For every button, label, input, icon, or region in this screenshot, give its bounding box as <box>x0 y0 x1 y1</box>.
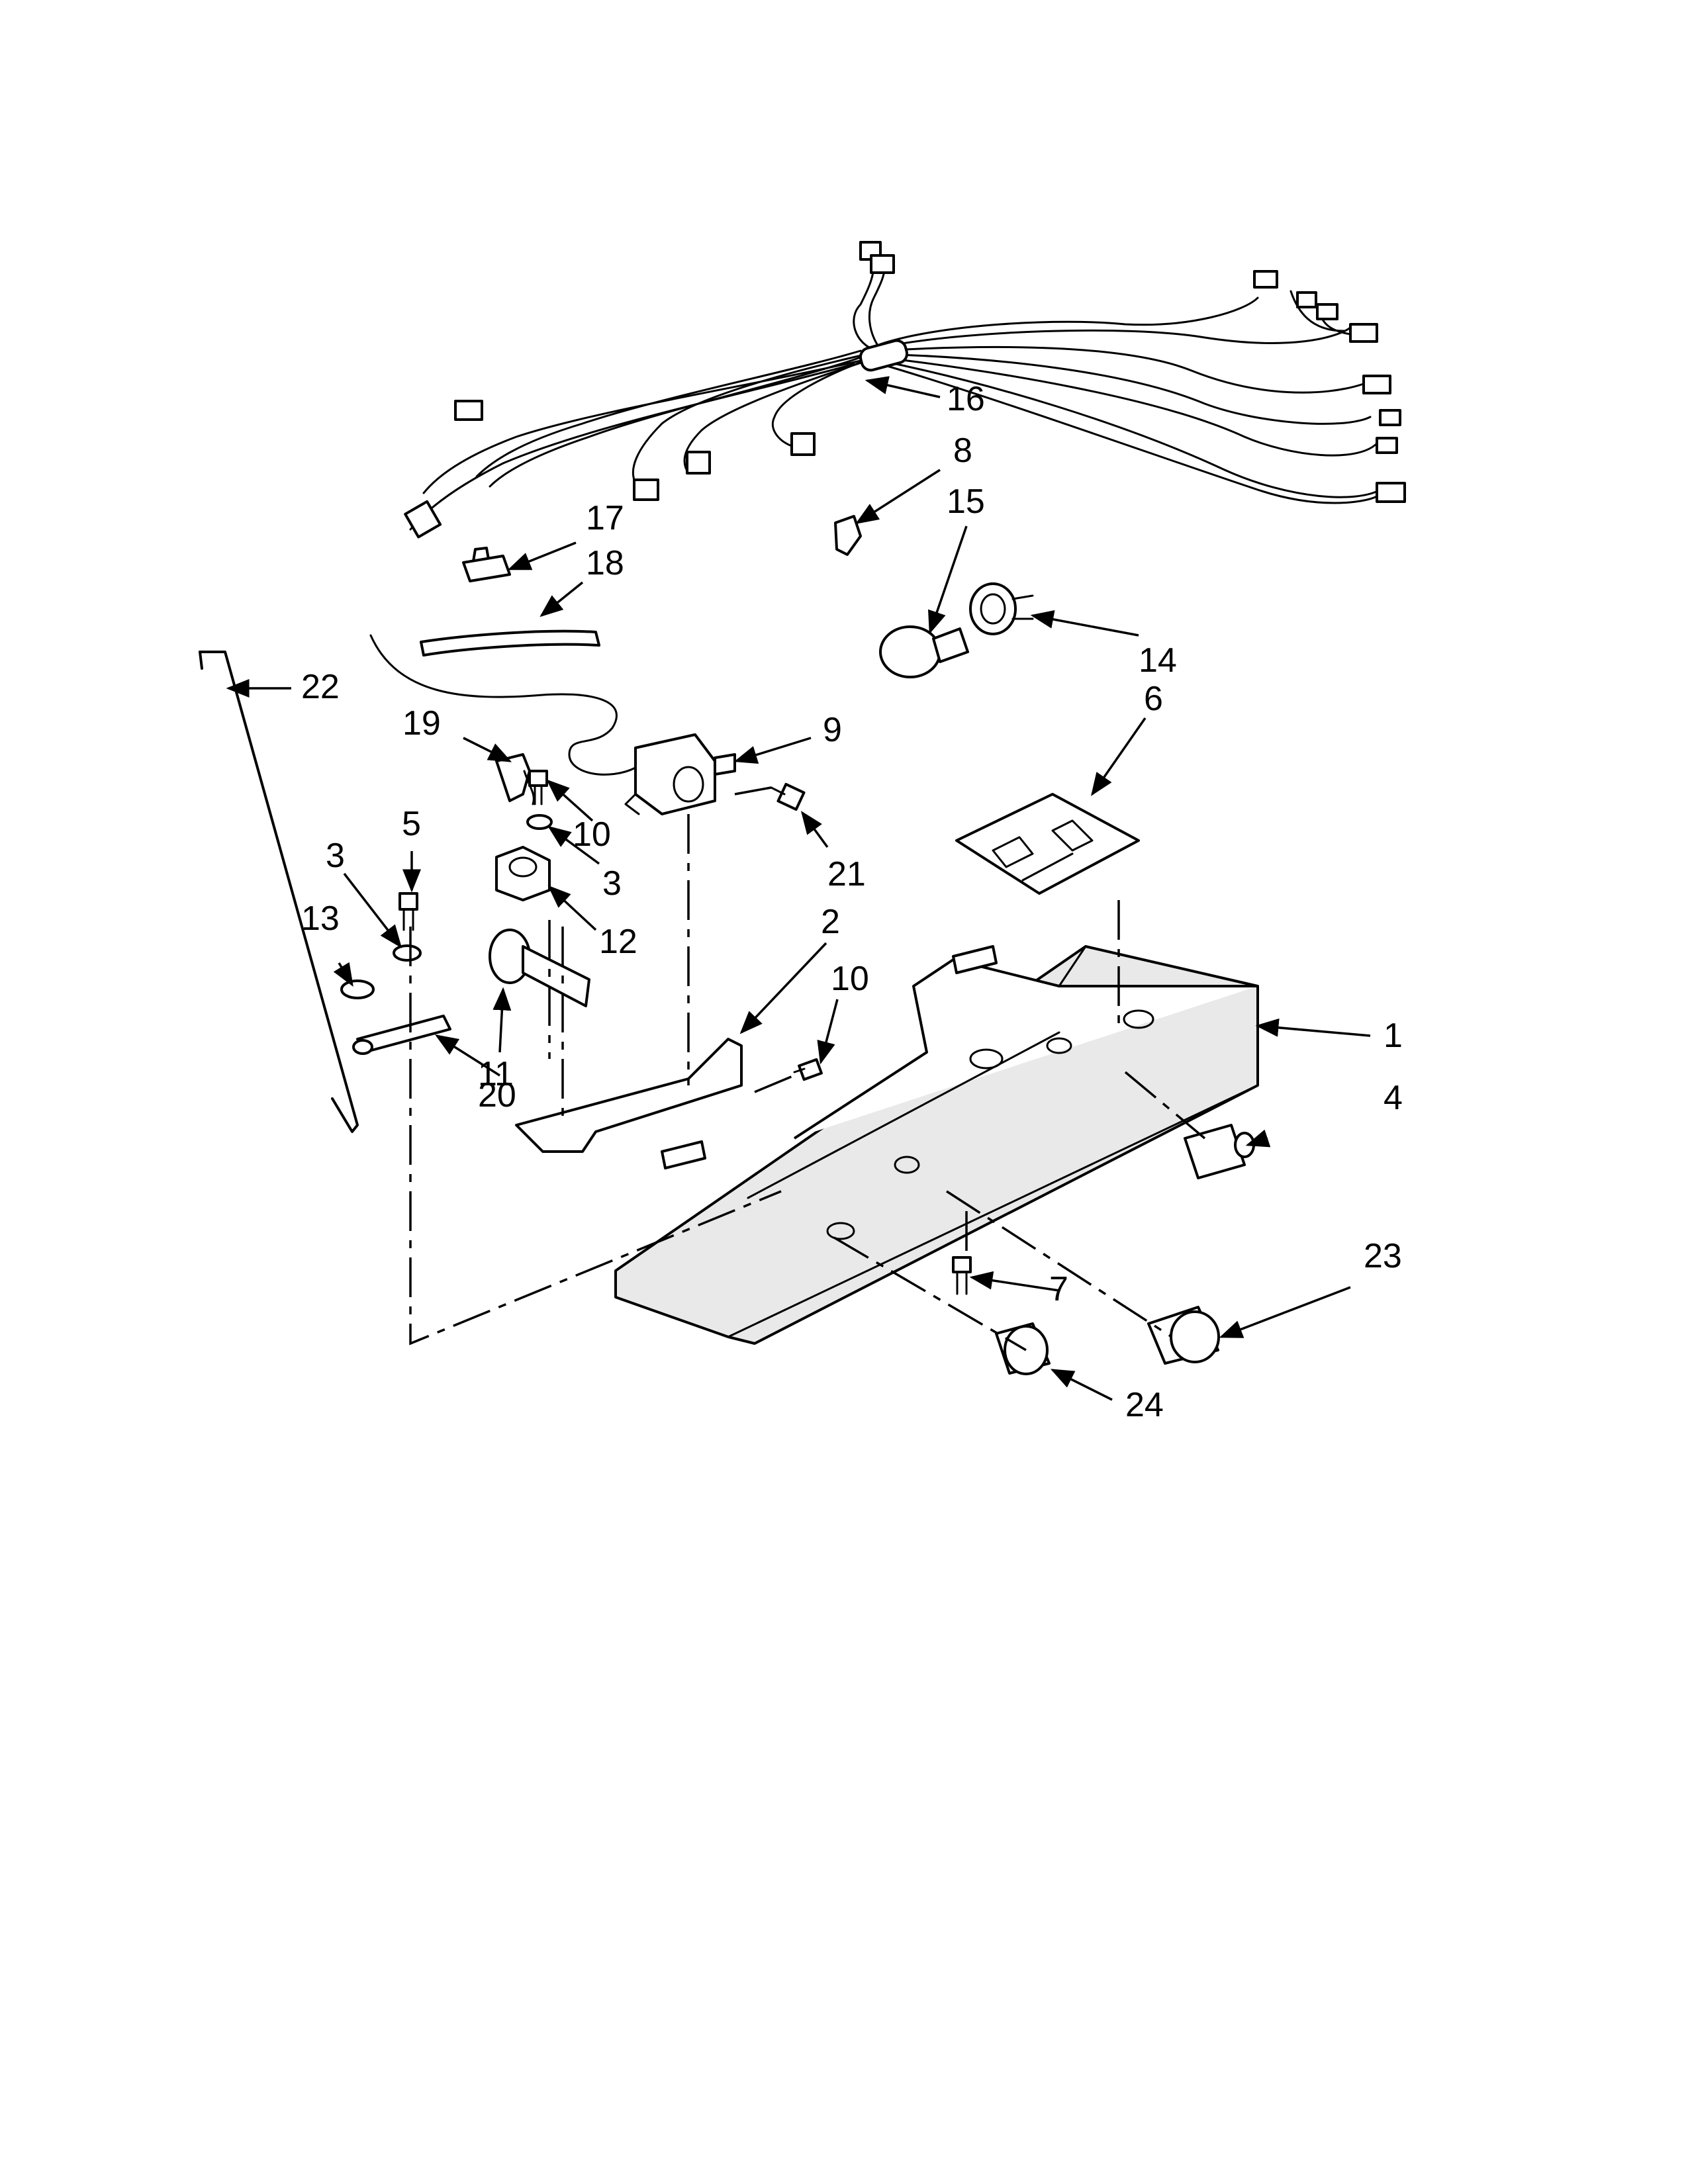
callout-12: 12 <box>599 923 637 961</box>
switch-part <box>1184 1124 1255 1179</box>
callout-20: 20 <box>478 1076 516 1115</box>
control-board <box>955 793 1140 895</box>
control-housing <box>614 945 1259 1345</box>
callout-11: 11 <box>478 1055 514 1093</box>
callout-17: 17 <box>586 499 624 537</box>
lamp-socket <box>969 582 1034 635</box>
callout-23: 23 <box>1364 1237 1402 1275</box>
callout-18: 18 <box>586 544 624 582</box>
tube-part <box>420 629 600 657</box>
callout-4: 4 <box>1383 1079 1403 1117</box>
cap-part <box>834 515 862 556</box>
callout-24: 24 <box>1125 1386 1164 1424</box>
screw-part-upper <box>528 770 548 805</box>
mounting-plate <box>515 1038 743 1153</box>
washer-upper <box>526 814 553 830</box>
assembly-lines <box>409 786 1206 1351</box>
callout-9: 9 <box>823 711 842 749</box>
spring-clip <box>495 753 531 802</box>
callout-19: 19 <box>402 704 441 743</box>
callout-6: 6 <box>1144 680 1163 718</box>
callout-3-left: 3 <box>326 837 345 875</box>
callout-5: 5 <box>402 805 421 843</box>
callout-10-lower: 10 <box>831 960 869 998</box>
callout-14: 14 <box>1139 641 1177 680</box>
callout-22: 22 <box>301 668 340 706</box>
lever-part <box>352 1015 451 1055</box>
light-bulb <box>879 625 969 678</box>
callout-10-upper: 10 <box>573 815 611 854</box>
callout-2: 2 <box>821 903 840 941</box>
screw-part-lower <box>793 1058 823 1081</box>
rod-part <box>199 651 359 1133</box>
clip-part <box>462 547 511 582</box>
callout-7: 7 <box>1049 1270 1068 1308</box>
washer-13 <box>340 979 375 999</box>
actuator-part <box>489 929 590 1007</box>
callout-15: 15 <box>947 482 985 521</box>
screw-part-5 <box>399 892 418 931</box>
solenoid-part <box>369 634 736 815</box>
callout-labels: 1 2 3 3 4 5 6 7 8 9 10 10 11 12 13 14 15… <box>301 380 1403 1424</box>
callout-1: 1 <box>1383 1017 1403 1055</box>
callout-16: 16 <box>947 380 985 418</box>
screw-part-7 <box>952 1256 972 1295</box>
wire-harness <box>404 241 1406 539</box>
callout-21: 21 <box>827 855 866 893</box>
bracket-part <box>495 846 551 901</box>
callout-13: 13 <box>301 899 340 938</box>
washer-lower <box>393 944 422 962</box>
callout-3-right: 3 <box>602 864 622 903</box>
button-part-23 <box>1147 1306 1220 1365</box>
callout-8: 8 <box>953 432 972 470</box>
leader-lines <box>226 376 1371 1401</box>
screw-part-21 <box>770 782 806 811</box>
